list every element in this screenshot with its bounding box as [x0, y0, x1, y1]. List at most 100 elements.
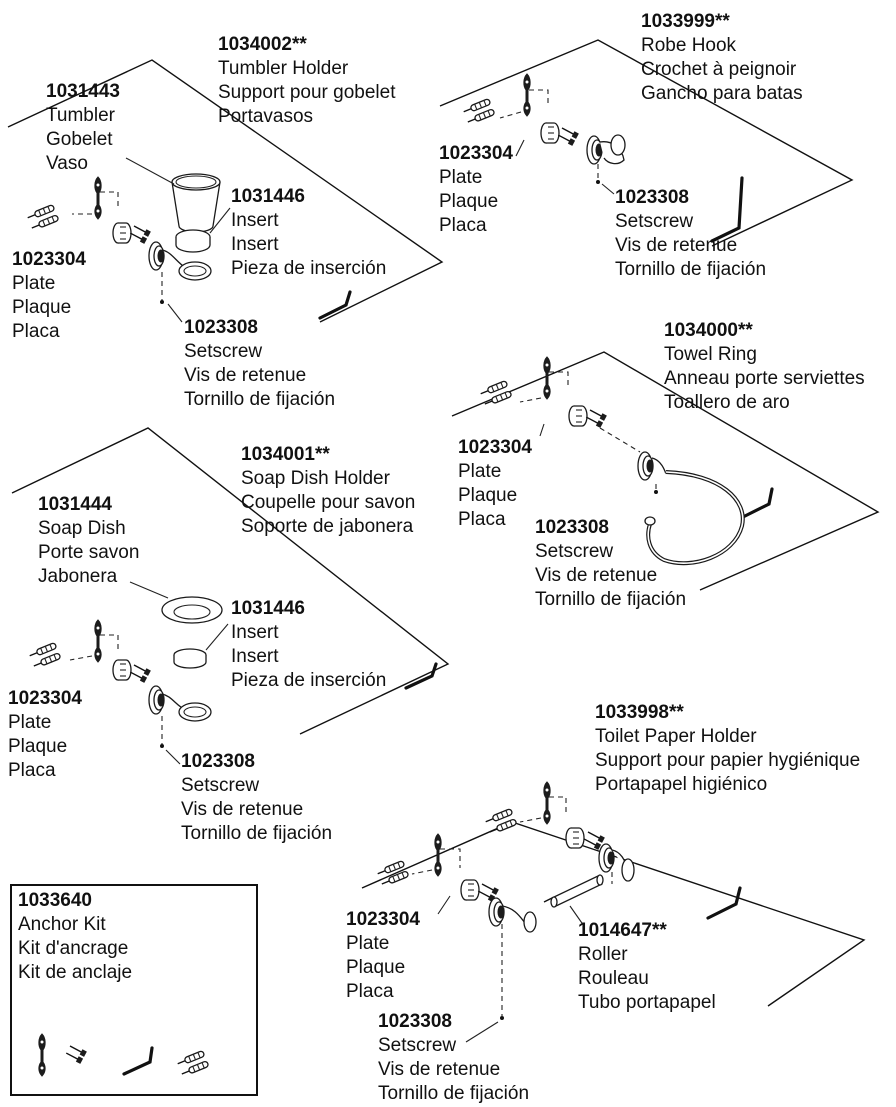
part-number: 1023308 — [615, 187, 689, 208]
anchor-kit-parts — [38, 1033, 210, 1078]
part-number: 1014647** — [578, 920, 667, 941]
setscrew-label-1: 1023308 Setscrew Vis de retenue Tornillo… — [184, 316, 335, 412]
name-fr: Vis de retenue — [181, 799, 304, 820]
plate-label-2: 1023304 Plate Plaque Placa — [439, 142, 513, 238]
part-number: 1034001** — [241, 444, 330, 465]
name-fr: Insert — [231, 646, 279, 667]
name-es: Tubo portapapel — [578, 992, 716, 1013]
setscrew-label-2: 1023308 Setscrew Vis de retenue Tornillo… — [615, 186, 766, 282]
robe-hook-panel — [439, 39, 854, 247]
name-en: Plate — [439, 167, 483, 188]
name-en: Setscrew — [184, 341, 263, 362]
name-en: Insert — [231, 622, 279, 643]
part-number: 1031443 — [46, 81, 120, 102]
name-en: Soap Dish — [38, 518, 126, 539]
name-fr: Vis de retenue — [615, 235, 738, 256]
name-en: Anchor Kit — [18, 914, 106, 935]
name-en: Toilet Paper Holder — [595, 726, 757, 747]
name-fr: Plaque — [8, 736, 68, 757]
name-en: Setscrew — [181, 775, 260, 796]
name-en: Tumbler Holder — [218, 58, 349, 79]
anchor-kit-box — [10, 884, 258, 1096]
robe-hook-label: 1033999** Robe Hook Crochet à peignoir G… — [641, 10, 803, 106]
anchor-kit-label: 1033640 Anchor Kit Kit d'ancrage Kit de … — [18, 889, 132, 985]
towel-ring-panel — [451, 351, 880, 591]
part-number: 1023304 — [439, 143, 513, 164]
part-number: 1023308 — [181, 751, 255, 772]
name-en: Plate — [346, 933, 390, 954]
plate-label-5: 1023304 Plate Plaque Placa — [346, 908, 420, 1004]
name-fr: Coupelle pour savon — [241, 492, 416, 513]
soap-dish-holder-label: 1034001** Soap Dish Holder Coupelle pour… — [241, 443, 415, 539]
name-es: Tornillo de fijación — [378, 1083, 530, 1104]
insert-label-2: 1031446 Insert Insert Pieza de inserción — [231, 597, 386, 693]
name-es: Tornillo de fijación — [535, 589, 687, 610]
name-en: Roller — [578, 944, 628, 965]
towel-ring-label: 1034000** Towel Ring Anneau porte servie… — [664, 319, 865, 415]
name-en: Tumbler — [46, 105, 115, 126]
part-number: 1023304 — [458, 437, 532, 458]
name-es: Toallero de aro — [664, 392, 790, 413]
setscrew-label-3: 1023308 Setscrew Vis de retenue Tornillo… — [535, 516, 686, 612]
name-es: Soporte de jabonera — [241, 516, 414, 537]
name-en: Setscrew — [378, 1035, 457, 1056]
name-es: Tornillo de fijación — [615, 259, 767, 280]
name-en: Plate — [12, 273, 56, 294]
name-es: Pieza de inserción — [231, 670, 387, 691]
name-fr: Support pour gobelet — [218, 82, 396, 103]
name-es: Tornillo de fijación — [184, 389, 336, 410]
insert-label-1: 1031446 Insert Insert Pieza de inserción — [231, 185, 386, 281]
name-es: Placa — [439, 215, 487, 236]
name-en: Plate — [458, 461, 502, 482]
name-fr: Gobelet — [46, 129, 113, 150]
name-fr: Porte savon — [38, 542, 140, 563]
part-number: 1034002** — [218, 34, 307, 55]
name-es: Placa — [8, 760, 56, 781]
part-number: 1033640 — [18, 890, 92, 911]
part-number: 1023308 — [184, 317, 258, 338]
name-en: Plate — [8, 712, 52, 733]
name-fr: Crochet à peignoir — [641, 59, 797, 80]
name-fr: Plaque — [346, 957, 406, 978]
part-number: 1034000** — [664, 320, 753, 341]
part-number: 1033999** — [641, 11, 730, 32]
name-fr: Vis de retenue — [535, 565, 658, 586]
part-number: 1033998** — [595, 702, 684, 723]
plate-label-4: 1023304 Plate Plaque Placa — [8, 687, 82, 783]
plate-label-3: 1023304 Plate Plaque Placa — [458, 436, 532, 532]
name-es: Pieza de inserción — [231, 258, 387, 279]
plate-label-1: 1023304 Plate Plaque Placa — [12, 248, 86, 344]
name-es: Tornillo de fijación — [181, 823, 333, 844]
name-es: Portapapel higiénico — [595, 774, 768, 795]
name-es: Jabonera — [38, 566, 118, 587]
name-fr: Insert — [231, 234, 279, 255]
name-fr: Kit d'ancrage — [18, 938, 129, 959]
part-number: 1031446 — [231, 598, 305, 619]
part-number: 1031444 — [38, 494, 112, 515]
name-fr: Rouleau — [578, 968, 649, 989]
name-es: Vaso — [46, 153, 88, 174]
name-fr: Plaque — [439, 191, 499, 212]
tumbler-holder-label: 1034002** Tumbler Holder Support pour go… — [218, 33, 395, 129]
name-es: Gancho para batas — [641, 83, 803, 104]
tumbler-label: 1031443 Tumbler Gobelet Vaso — [46, 80, 120, 176]
part-number: 1031446 — [231, 186, 305, 207]
tumbler-holder-panel — [7, 59, 444, 323]
part-number: 1023304 — [8, 688, 82, 709]
name-es: Placa — [458, 509, 506, 530]
name-fr: Plaque — [12, 297, 72, 318]
toilet-paper-holder-label: 1033998** Toilet Paper Holder Support po… — [595, 701, 860, 797]
name-en: Setscrew — [535, 541, 614, 562]
name-en: Soap Dish Holder — [241, 468, 390, 489]
name-fr: Support pour papier hygiénique — [595, 750, 861, 771]
part-number: 1023304 — [12, 249, 86, 270]
name-fr: Plaque — [458, 485, 518, 506]
toilet-paper-holder-panel — [361, 781, 866, 1043]
name-es: Placa — [346, 981, 394, 1002]
soap-dish-label: 1031444 Soap Dish Porte savon Jabonera — [38, 493, 139, 589]
name-en: Towel Ring — [664, 344, 757, 365]
name-fr: Anneau porte serviettes — [664, 368, 865, 389]
name-es: Kit de anclaje — [18, 962, 133, 983]
